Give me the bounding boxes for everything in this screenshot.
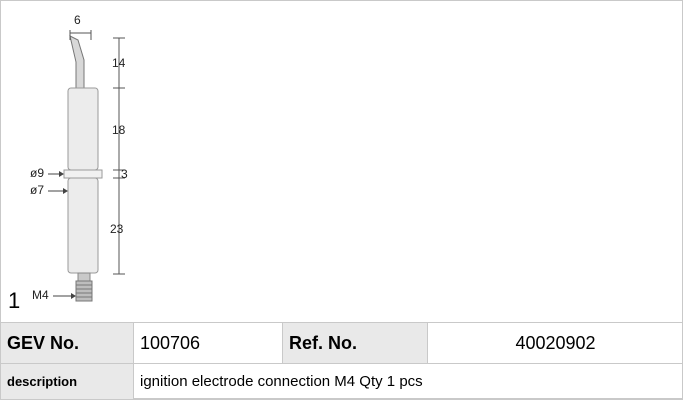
description-value: ignition electrode connection M4 Qty 1 p… (134, 364, 683, 400)
dim-thread: M4 (32, 288, 49, 302)
dim-wire-length: 14 (112, 56, 126, 70)
dim-collar-diameter: ø9 (30, 166, 44, 180)
gev-value: 100706 (134, 323, 283, 364)
product-table: GEV No. 100706 Ref. No. 40020902 descrip… (0, 322, 683, 400)
dim-body-diameter: ø7 (30, 183, 44, 197)
table-row: GEV No. 100706 Ref. No. 40020902 (1, 323, 683, 364)
product-image: 6 14 18 3 23 ø9 ø7 M4 1 (0, 0, 683, 322)
dim-lower-body: 23 (110, 222, 124, 236)
figure-number: 1 (8, 288, 20, 314)
ref-value: 40020902 (428, 323, 683, 364)
gev-label: GEV No. (1, 323, 134, 364)
dim-collar: 3 (121, 167, 128, 181)
ref-label: Ref. No. (283, 323, 428, 364)
description-label: description (1, 364, 134, 400)
dim-wire-width: 6 (74, 13, 81, 27)
table-row: description ignition electrode connectio… (1, 364, 683, 400)
dim-upper-body: 18 (112, 123, 126, 137)
electrode-drawing: 6 14 18 3 23 ø9 ø7 M4 (0, 0, 683, 322)
